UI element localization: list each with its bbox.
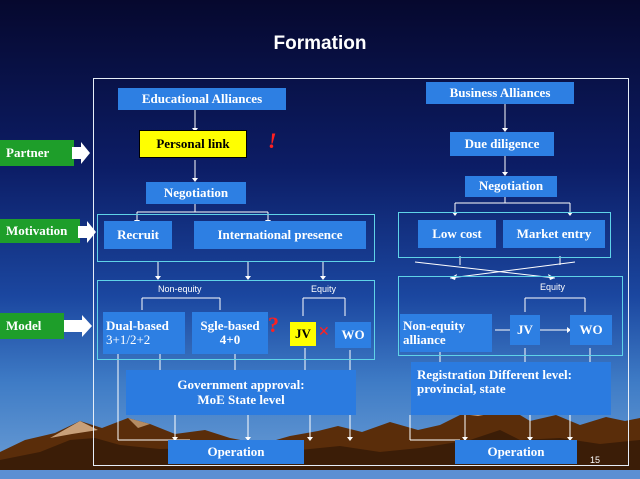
- registration-line1: Registration Different level:: [417, 367, 572, 382]
- non-equity-alliance-line2: alliance: [403, 332, 446, 347]
- model-label: Model: [0, 313, 64, 339]
- dual-based-box: Dual-based 3+1/2+2: [103, 312, 185, 354]
- single-based-line2: 4+0: [219, 332, 241, 347]
- edu-motivation-frame: [97, 214, 375, 262]
- biz-wo-box: WO: [570, 315, 612, 345]
- motivation-label: Motivation: [0, 219, 80, 243]
- model-arrow-icon: [64, 315, 92, 337]
- single-based-box: Sgle-based 4+0: [192, 312, 268, 354]
- partner-label: Partner: [0, 140, 74, 166]
- government-approval-line1: Government approval:: [177, 377, 305, 393]
- recruit-box: Recruit: [104, 221, 172, 249]
- registration-box: Registration Different level: provincial…: [411, 362, 611, 415]
- due-diligence-box: Due diligence: [450, 132, 554, 156]
- edu-equity-tag: Equity: [311, 284, 337, 294]
- biz-alliances-header: Business Alliances: [426, 82, 574, 104]
- biz-motivation-frame: [398, 212, 611, 258]
- page-number: 15: [590, 455, 601, 465]
- registration-line2: provincial, state: [417, 381, 506, 397]
- edu-model-frame: [97, 280, 375, 360]
- biz-equity-tag: Equity: [540, 282, 566, 292]
- dual-based-line2: 3+1/2+2: [106, 332, 151, 347]
- government-approval-box: Government approval: MoE State level: [126, 370, 356, 415]
- dual-based-line1: Dual-based: [106, 317, 169, 333]
- motivation-arrow-icon: [78, 221, 96, 243]
- international-presence-box: International presence: [194, 221, 366, 249]
- non-equity-alliance-box: Non-equity alliance: [400, 314, 492, 352]
- partner-arrow-icon: [72, 142, 90, 164]
- non-equity-alliance-line1: Non-equity: [403, 317, 466, 333]
- edu-operation-box: Operation: [168, 440, 304, 464]
- edu-jv-box: JV: [290, 322, 316, 346]
- personal-link-box: Personal link: [139, 130, 247, 158]
- edu-wo-box: WO: [335, 322, 371, 348]
- low-cost-box: Low cost: [418, 220, 496, 248]
- cross-icon: ✕: [318, 325, 330, 340]
- biz-model-frame: [398, 276, 623, 356]
- single-based-line1: Sgle-based: [200, 317, 260, 333]
- non-equity-tag: Non-equity: [158, 284, 202, 294]
- biz-negotiation-box: Negotiation: [465, 176, 557, 197]
- question-mark-icon: ?: [268, 312, 279, 337]
- outer-frame: [93, 78, 629, 466]
- edu-negotiation-box: Negotiation: [146, 182, 246, 204]
- biz-jv-box: JV: [510, 315, 540, 345]
- exclamation-icon: !: [268, 128, 277, 153]
- edu-alliances-header: Educational Alliances: [118, 88, 286, 110]
- market-entry-box: Market entry: [503, 220, 605, 248]
- slide-title: Formation: [273, 33, 367, 54]
- government-approval-line2: MoE State level: [197, 391, 285, 407]
- biz-operation-box: Operation: [455, 440, 577, 464]
